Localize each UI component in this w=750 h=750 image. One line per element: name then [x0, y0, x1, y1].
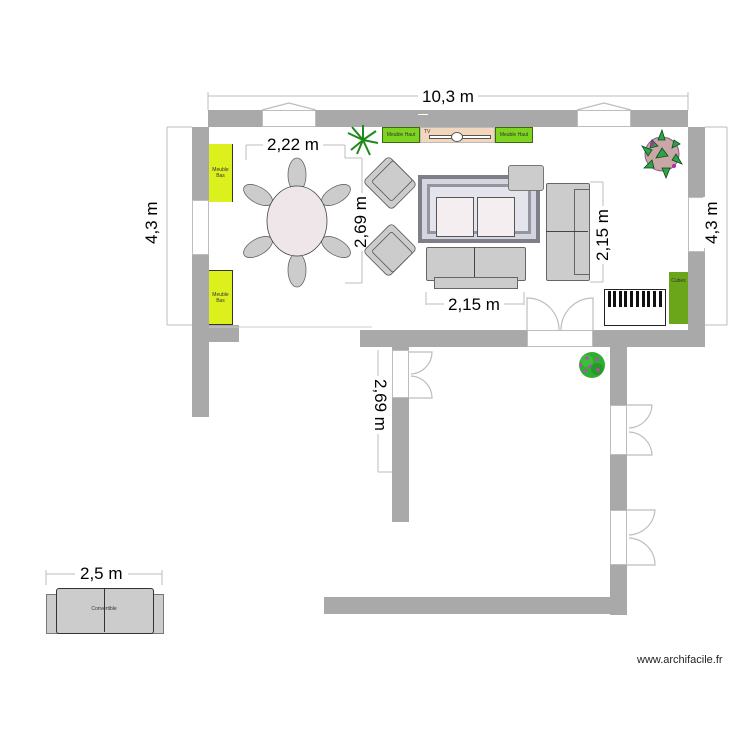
meuble-bas-bottom-label: Meuble Bas: [212, 291, 229, 304]
convertible-label: Convertible: [91, 606, 117, 612]
dimension-top-width: 10,3 m: [418, 88, 478, 105]
window-left[interactable]: [192, 200, 209, 255]
meuble-haut-right[interactable]: Meuble Haut: [495, 127, 533, 143]
tv-label: TV: [424, 129, 431, 135]
meuble-haut-right-label: Meuble Haut: [499, 132, 529, 138]
tv-stand: [451, 132, 463, 142]
sofa-bottom[interactable]: [426, 247, 526, 289]
window-top-left[interactable]: [262, 110, 316, 127]
cubes-label: Cubes: [671, 278, 686, 284]
dimension-corridor-height: 2,69 m: [371, 376, 390, 434]
window-top-middle[interactable]: [418, 114, 428, 115]
dimension-dining-width: 2,22 m: [263, 136, 323, 153]
meuble-bas-top[interactable]: Meuble Bas: [209, 144, 233, 202]
sofa-right[interactable]: [546, 183, 590, 281]
side-table[interactable]: [508, 165, 544, 191]
pouf-right[interactable]: [477, 197, 515, 237]
meuble-bas-top-label: Meuble Bas: [212, 167, 229, 179]
dimension-convertible-width: 2,5 m: [75, 565, 128, 582]
armchair-icon: [364, 224, 416, 276]
dining-table: [266, 185, 328, 257]
cubes-cabinet[interactable]: Cubes: [669, 272, 688, 324]
door-corridor-right-2[interactable]: [610, 510, 627, 565]
piano-keys-icon: [608, 291, 662, 307]
wall-left-stub: [209, 325, 239, 342]
meuble-haut-left-label: Meuble Haut: [386, 132, 416, 138]
convertible-sofa[interactable]: Convertible: [46, 588, 164, 634]
dining-table-set[interactable]: [240, 155, 360, 290]
armchairs[interactable]: [360, 155, 430, 285]
pouf-left[interactable]: [436, 197, 474, 237]
dimension-left-height: 4,3 m: [142, 197, 161, 248]
piano[interactable]: [604, 289, 666, 326]
door-corridor-left[interactable]: [392, 350, 409, 398]
armchair-icon: [364, 157, 416, 209]
meuble-haut-left[interactable]: Meuble Haut: [382, 127, 420, 143]
meuble-bas-bottom[interactable]: Meuble Bas: [209, 270, 233, 325]
bush-plant-icon: [579, 352, 605, 378]
dimension-right-height: 4,3 m: [702, 197, 721, 248]
site-credit[interactable]: www.archifacile.fr: [637, 654, 723, 666]
dimension-sofa-width: 2,15 m: [444, 296, 504, 313]
wall-bottom: [324, 597, 627, 614]
chair-icon: [287, 252, 307, 288]
door-living-bottom[interactable]: [527, 330, 593, 347]
dimension-side-sofa-height: 2,15 m: [593, 206, 612, 264]
flowering-plant-icon: [641, 128, 683, 180]
wall-top: [208, 110, 688, 127]
door-corridor-right-1[interactable]: [610, 405, 627, 455]
tv-unit[interactable]: TV: [420, 127, 495, 143]
wall-left: [192, 127, 209, 417]
window-top-right[interactable]: [577, 110, 631, 127]
palm-plant-icon: [347, 125, 379, 156]
